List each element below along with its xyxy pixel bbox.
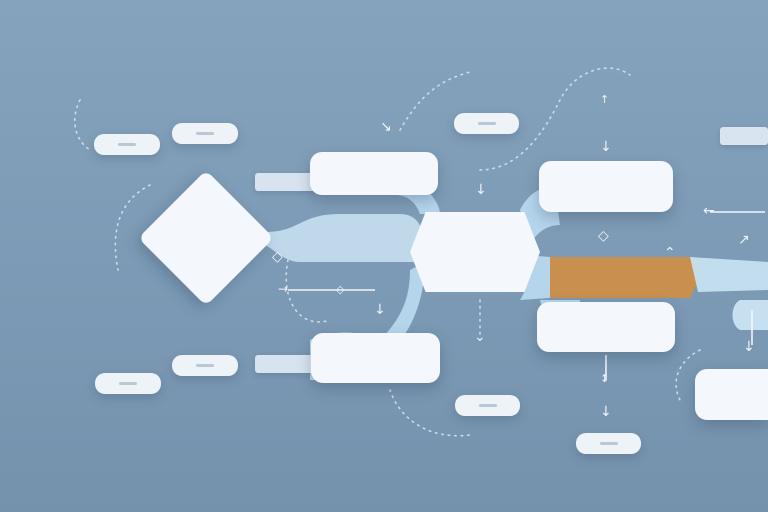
process-node-top-center[interactable]: [310, 152, 438, 195]
dotted-paths: [74, 67, 701, 437]
arrow-down-icon: ↓: [475, 182, 487, 198]
ribbon-far-right-link: [732, 300, 768, 330]
diamond-marker-icon: ◇: [272, 249, 283, 265]
connector-lines: [288, 211, 765, 380]
ribbon-decision-to-hub: [265, 214, 425, 262]
dotted-path-right-arc: [675, 349, 701, 401]
ribbon-accent-band-left: [520, 255, 550, 300]
chevron-up-icon: ↗: [738, 232, 750, 248]
placeholder-pill[interactable]: [95, 373, 161, 394]
chevron-up-icon: ↕: [600, 372, 610, 385]
ribbon-accent-band: [548, 257, 702, 298]
connector-ribbons: [265, 178, 768, 380]
hub-node[interactable]: [410, 212, 540, 292]
chevron-up-icon: ⌃: [664, 245, 676, 261]
process-node-far-right[interactable]: [695, 369, 768, 420]
diamond-marker-icon: ◇: [598, 228, 609, 244]
placeholder-pill[interactable]: [172, 123, 238, 144]
process-node-top-right[interactable]: [539, 161, 673, 212]
process-node-bottom-right[interactable]: [537, 302, 675, 352]
placeholder-pill[interactable]: [576, 433, 641, 454]
arrow-left-icon: ←: [703, 203, 715, 219]
dotted-path-far-left: [74, 99, 91, 151]
placeholder-pill[interactable]: [455, 395, 520, 416]
process-node-bottom-center[interactable]: [311, 333, 440, 383]
placeholder-pill[interactable]: [172, 355, 238, 376]
arrow-down-icon: ↓: [374, 302, 386, 318]
placeholder-pill[interactable]: [454, 113, 519, 134]
arrow-down-icon: ↓: [600, 139, 612, 155]
arrow-down-icon: ↓: [743, 339, 755, 355]
dotted-path-bottom-arc: [389, 389, 471, 437]
dotted-path-upper-swirl: [479, 67, 631, 171]
connector-tab: [255, 355, 317, 373]
dotted-path-top-arc: [399, 71, 471, 131]
diamond-marker-icon: ◇: [336, 283, 345, 296]
ribbon-right-spur: [690, 257, 768, 292]
chevron-up-icon: ↑: [600, 93, 610, 106]
arrow-down-icon: ↘: [380, 119, 392, 135]
placeholder-pill[interactable]: [94, 134, 160, 155]
arrow-down-icon: ↓: [600, 404, 612, 420]
dotted-path-left-arc: [114, 184, 151, 271]
arrow-down-icon: ⌄: [474, 329, 486, 345]
dotted-path-left-loop: [285, 259, 331, 323]
ribbon-hub-to-bottom: [380, 262, 425, 340]
arrow-right-icon: →: [278, 282, 289, 296]
connector-tab: [720, 127, 768, 145]
connector-tab: [255, 173, 317, 191]
